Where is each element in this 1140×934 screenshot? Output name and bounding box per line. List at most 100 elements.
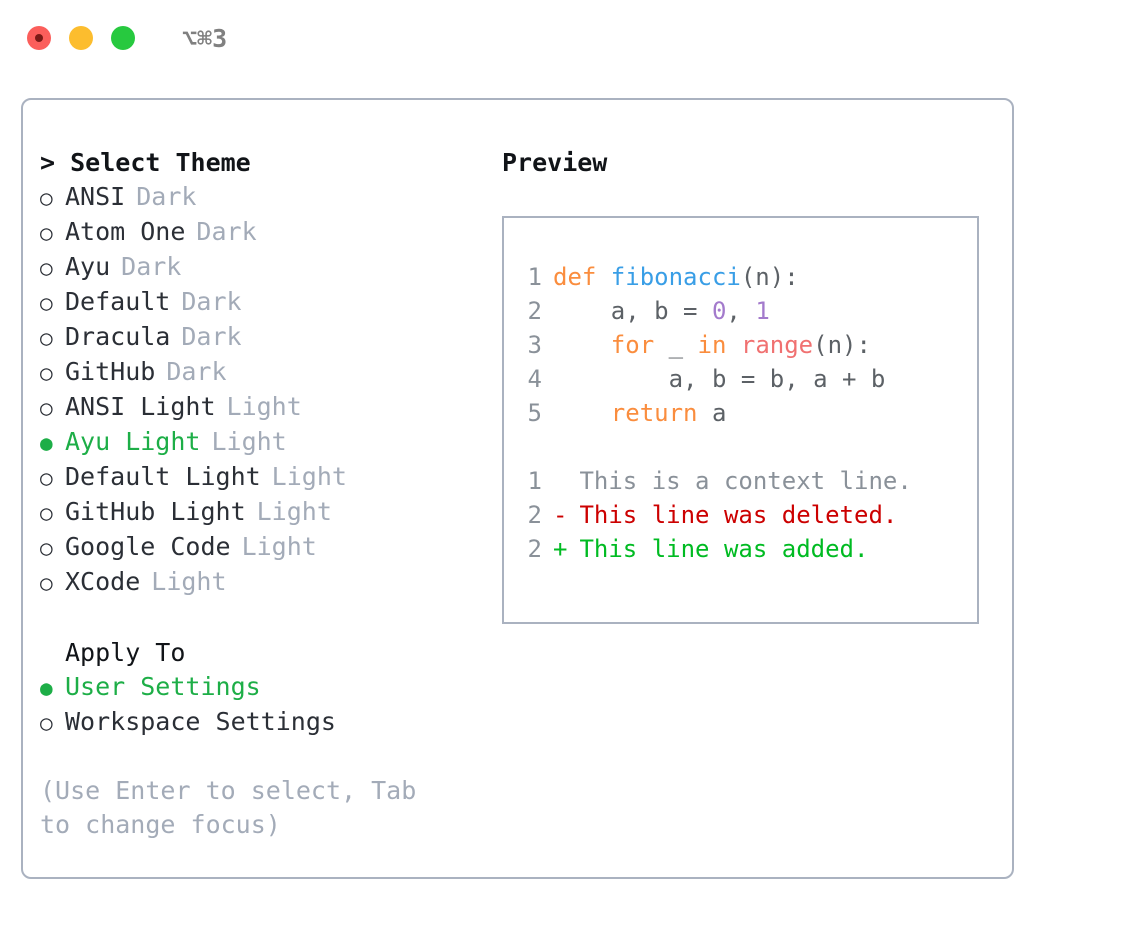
theme-option-ansi-light[interactable]: ○ ANSI Light Light [40,390,493,425]
theme-option-category: Light [151,567,227,596]
code-token-plain [726,331,740,359]
diff-sign [553,464,565,498]
preview-box: 1 def fibonacci(n): 2 a, b = 0, 1 3 for _ i… [502,216,979,624]
prompt-caret-icon: > [40,148,71,177]
minimize-button-icon[interactable] [69,26,93,50]
code-token-plain: a, b = [553,297,712,325]
traffic-lights [27,26,135,50]
diff-line-ctx: 1 This is a context line. [518,464,977,498]
radio-unselected-icon: ○ [40,221,53,245]
close-button-icon[interactable] [27,26,51,50]
line-number: 2 [527,501,542,529]
preview-column: Preview 1 def fibonacci(n): 2 a, b = 0, 1 3… [493,100,1012,877]
theme-option-ayu[interactable]: ○ Ayu Dark [40,250,493,285]
diff-text: This line was added. [579,535,869,563]
apply-to-option-workspace-settings[interactable]: ○ Workspace Settings [40,705,493,740]
apply-to-heading: Apply To [65,638,186,667]
code-token-fn: fibonacci [610,263,741,291]
radio-unselected-icon: ○ [40,396,53,420]
title-bar: ⌥⌘3 [0,0,1140,76]
theme-option-atom-one[interactable]: ○ Atom One Dark [40,215,493,250]
theme-option-label: Dracula [65,322,171,351]
diff-space [565,501,579,529]
radio-unselected-icon: ○ [40,256,53,280]
radio-unselected-icon: ○ [40,361,53,385]
diff-text: This line was deleted. [579,501,898,529]
apply-to-option-user-settings[interactable]: ● User Settings [40,670,493,705]
code-diff-spacer [518,430,977,464]
theme-option-ansi[interactable]: ○ ANSI Dark [40,180,493,215]
radio-selected-icon: ● [40,676,53,700]
apply-to-option-label: Workspace Settings [65,707,336,736]
line-number: 1 [527,263,542,291]
theme-option-xcode[interactable]: ○ XCode Light [40,565,493,600]
section-spacer [40,600,493,636]
diff-sign: + [553,535,568,563]
code-line: 4 a, b = b, a + b [518,362,977,396]
window-title: ⌥⌘3 [182,23,228,53]
theme-option-label: Ayu Light [65,427,201,456]
code-token-plain: _ [654,331,698,359]
theme-option-category: Dark [136,182,197,211]
keyboard-hint: (Use Enter to select, Tab to change focu… [40,776,432,839]
code-token-plain: (n): [740,263,799,291]
theme-option-category: Light [226,392,302,421]
code-token-plain [553,331,611,359]
diff-space [565,467,579,495]
theme-option-label: Default [65,287,171,316]
theme-option-label: ANSI [65,182,126,211]
theme-option-label: XCode [65,567,141,596]
theme-option-label: Default Light [65,462,261,491]
code-line: 5 return a [518,396,977,430]
line-number: 3 [527,331,542,359]
code-token-plain: , [726,297,756,325]
theme-option-label: ANSI Light [65,392,216,421]
radio-unselected-icon: ○ [40,711,53,735]
diff-text: This is a context line. [579,467,912,495]
code-token-kw: for [610,331,655,359]
radio-unselected-icon: ○ [40,466,53,490]
code-token-kw: in [697,331,727,359]
theme-option-category: Light [211,427,287,456]
code-line: 2 a, b = 0, 1 [518,294,977,328]
radio-unselected-icon: ○ [40,291,53,315]
diff-line-del: 2- This line was deleted. [518,498,977,532]
theme-option-category: Dark [181,287,242,316]
theme-option-category: Light [241,532,317,561]
theme-option-label: Ayu [65,252,111,281]
theme-option-google-code[interactable]: ○ Google Code Light [40,530,493,565]
theme-option-label: GitHub Light [65,497,246,526]
code-token-plain: a, b = b, a + b [553,365,886,393]
radio-unselected-icon: ○ [40,571,53,595]
code-token-plain: a [697,399,727,427]
preview-heading: Preview [502,148,608,177]
code-token-num: 1 [755,297,770,325]
theme-option-default[interactable]: ○ Default Dark [40,285,493,320]
radio-unselected-icon: ○ [40,186,53,210]
theme-option-category: Dark [121,252,182,281]
diff-sign: - [553,501,568,529]
code-line: 1 def fibonacci(n): [518,260,977,294]
maximize-button-icon[interactable] [111,26,135,50]
radio-selected-icon: ● [40,431,53,455]
theme-option-label: Google Code [65,532,231,561]
apply-to-list: ● User Settings ○ Workspace Settings [40,670,493,740]
theme-option-category: Dark [196,217,257,246]
code-token-kw: return [610,399,698,427]
line-number: 4 [527,365,542,393]
theme-option-ayu-light[interactable]: ● Ayu Light Light [40,425,493,460]
code-token-kw: def [553,263,611,291]
radio-unselected-icon: ○ [40,536,53,560]
theme-option-label: Atom One [65,217,186,246]
radio-unselected-icon: ○ [40,501,53,525]
theme-option-label: GitHub [65,357,156,386]
apply-to-option-label: User Settings [65,672,261,701]
